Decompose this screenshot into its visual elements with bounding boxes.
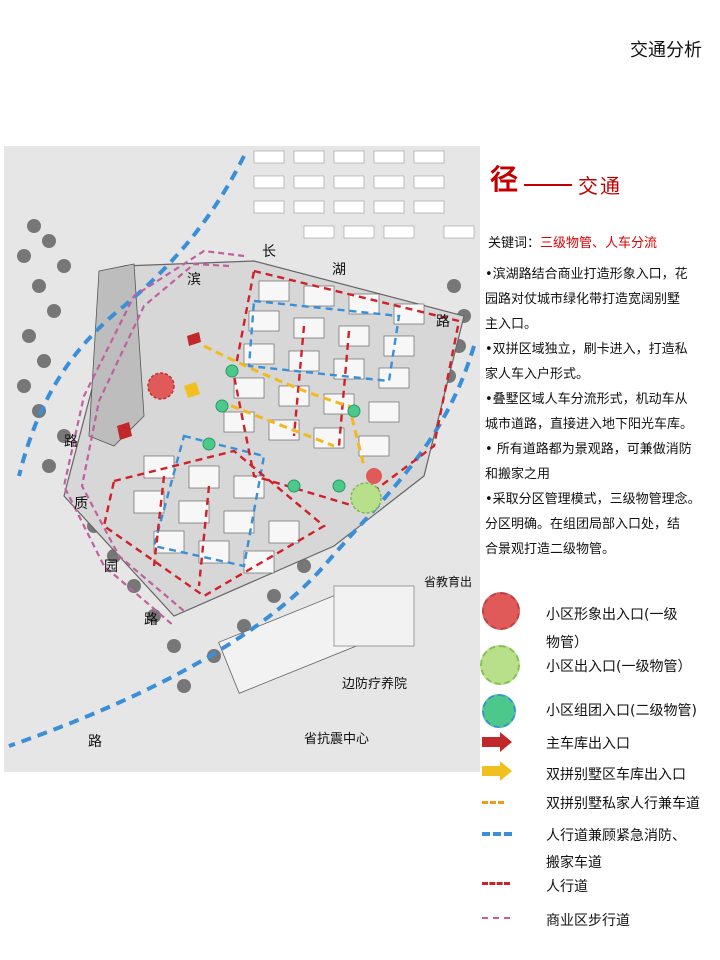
route-yellow-dashed (203, 344, 366, 467)
heading-sub: 交通 (578, 174, 623, 198)
description-list: •滨湖路结合商业打造形象入口，花 园路对仗城市绿化带打造宽阔别墅 主入口。 •双… (485, 262, 717, 562)
description-line: 城市道路，直接进入地下阳光车库。 (485, 417, 694, 432)
secondary-image-entrance-marker (366, 468, 382, 484)
road-label-top-4: 路 (436, 314, 450, 330)
legend-label-image-entrance-2: 物管） (546, 635, 588, 651)
keyword-line: 关键词：三级物管、人车分流 (488, 232, 657, 251)
legend-symbol-villa-lane (482, 801, 504, 804)
description-line: 合景观打造二级物管。 (485, 542, 616, 557)
section-heading: 径 交通 (490, 158, 622, 199)
description-line: •双拼区域独立，刷卡进入，打造私 (485, 342, 688, 357)
road-label-left-2: 质 (74, 496, 88, 512)
main-entrance-marker (350, 482, 382, 514)
description-line: 园路对仗城市绿化带打造宽阔别墅 (485, 292, 681, 307)
legend-symbol-villa-garage (482, 761, 512, 781)
neighborhood-blocks (253, 150, 475, 239)
road-label-bottom-1: 路 (88, 734, 102, 750)
site-boundary (63, 260, 465, 617)
road-label-left-1: 路 (64, 434, 78, 450)
heading-main: 径 (490, 163, 519, 196)
cluster-entrance-markers (202, 364, 361, 493)
legend-label-emergency-walkway: 人行道兼顾紧急消防、 (546, 828, 686, 844)
description-line: 家人车入户形式。 (485, 367, 590, 382)
description-line: 主入口。 (485, 317, 538, 332)
lower-right-building (333, 585, 415, 647)
road-label-left-3: 园 (104, 559, 118, 575)
route-blue-inner (152, 299, 401, 568)
site-plan-svg: 滨 长 湖 路 路 质 园 路 路 省教育出 边防疗养院 省抗震中心 (4, 146, 480, 772)
legend-label-image-entrance: 小区形象出入口(一级 (546, 607, 678, 623)
building-label-1: 边防疗养院 (342, 676, 407, 692)
road-label-right: 省教育出 (424, 574, 472, 589)
legend-label-cluster-entrance: 小区组团入口(二级物管) (546, 703, 697, 719)
legend-symbol-sidewalk (482, 882, 510, 885)
legend-label-sidewalk: 人行道 (546, 879, 588, 895)
road-label-top-2: 长 (262, 244, 276, 260)
legend-symbol-emergency-walkway (482, 832, 512, 836)
road-label-top-3: 湖 (332, 262, 346, 278)
description-line: • 所有道路都为景观路，可兼做消防 (485, 442, 692, 457)
legend-symbol-image-entrance (482, 592, 520, 630)
legend-symbol-commercial-walkway (482, 917, 510, 919)
description-line: 和搬家之用 (485, 467, 551, 482)
garage-arrows-yellow (184, 382, 200, 398)
route-pink-dashed (62, 249, 245, 627)
legend-symbol-main-entrance (480, 645, 520, 685)
description-line: •滨湖路结合商业打造形象入口，花 (485, 267, 688, 282)
road-label-top-1: 滨 (187, 272, 201, 288)
page-title: 交通分析 (630, 40, 702, 61)
route-blue-dashed (8, 155, 476, 748)
heading-line (524, 183, 573, 186)
keyword-value: 三级物管、人车分流 (540, 236, 658, 251)
building-label-2: 省抗震中心 (304, 732, 369, 747)
garage-arrows-red (117, 332, 201, 440)
legend-label-commercial-walkway: 商业区步行道 (546, 913, 630, 929)
keyword-label: 关键词： (488, 236, 541, 251)
legend-symbol-main-garage (482, 732, 512, 752)
legend-label-main-entrance: 小区出入口(一级物管） (546, 659, 692, 675)
image-entrance-marker (147, 372, 175, 400)
road-label-left-4: 路 (144, 612, 158, 628)
legend-symbol-cluster-entrance (482, 694, 516, 728)
legend-label-villa-lane: 双拼别墅私家人行兼车道 (546, 796, 700, 812)
legend-label-emergency-walkway-2: 搬家车道 (546, 855, 602, 871)
legend-label-villa-garage: 双拼别墅区车库出入口 (546, 767, 686, 783)
legend-label-main-garage: 主车库出入口 (546, 736, 630, 752)
description-line: •叠墅区域人车分流形式，机动车从 (485, 392, 688, 407)
description-line: •采取分区管理模式，三级物管理念。 (485, 492, 701, 507)
site-plan-map: 滨 长 湖 路 路 质 园 路 路 省教育出 边防疗养院 省抗震中心 (4, 146, 480, 772)
description-line: 分区明确。在组团局部入口处，结 (485, 517, 681, 532)
